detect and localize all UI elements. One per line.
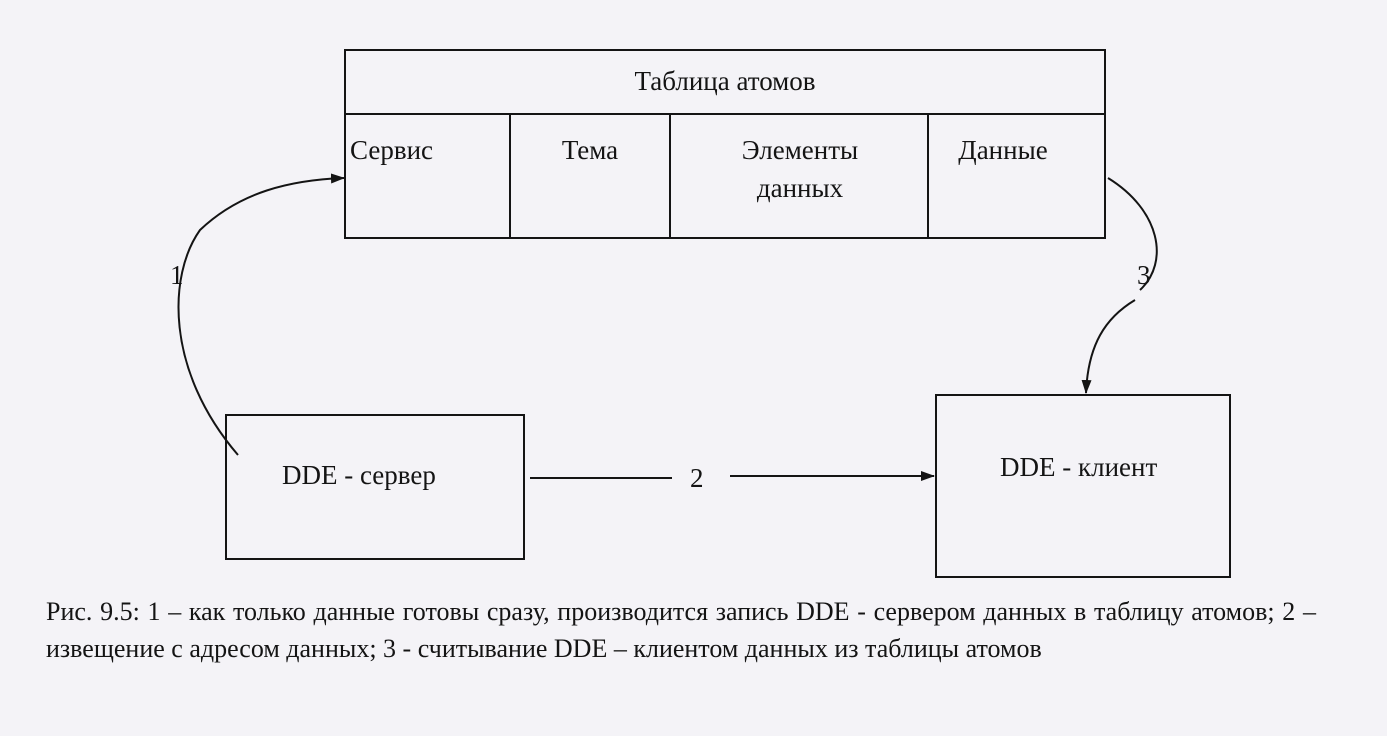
atom-table bbox=[344, 49, 1106, 239]
dde-server-box bbox=[225, 414, 525, 560]
arrow-2-number: 2 bbox=[690, 463, 704, 493]
arrow-3-top bbox=[1107, 177, 1158, 291]
figure-caption: Рис. 9.5: 1 – как только данные готовы с… bbox=[46, 597, 1316, 663]
arrow-1-number: 1 bbox=[170, 260, 184, 290]
column-data-elements: Элементы данных bbox=[741, 135, 859, 203]
atom-table-frame bbox=[344, 49, 1106, 239]
column-topic: Тема bbox=[561, 135, 619, 165]
dde-server-label: DDE - сервер bbox=[282, 460, 436, 490]
atom-table-title: Таблица атомов bbox=[634, 66, 816, 96]
dde-client-box bbox=[935, 394, 1231, 578]
column-service: Сервис bbox=[350, 135, 434, 165]
arrow-3-number: 3 bbox=[1137, 260, 1151, 290]
column-data: Данные bbox=[958, 135, 1048, 165]
arrow-1-write bbox=[177, 173, 345, 456]
arrow-3-read bbox=[1081, 299, 1136, 394]
dde-client-label: DDE - клиент bbox=[1000, 452, 1158, 482]
